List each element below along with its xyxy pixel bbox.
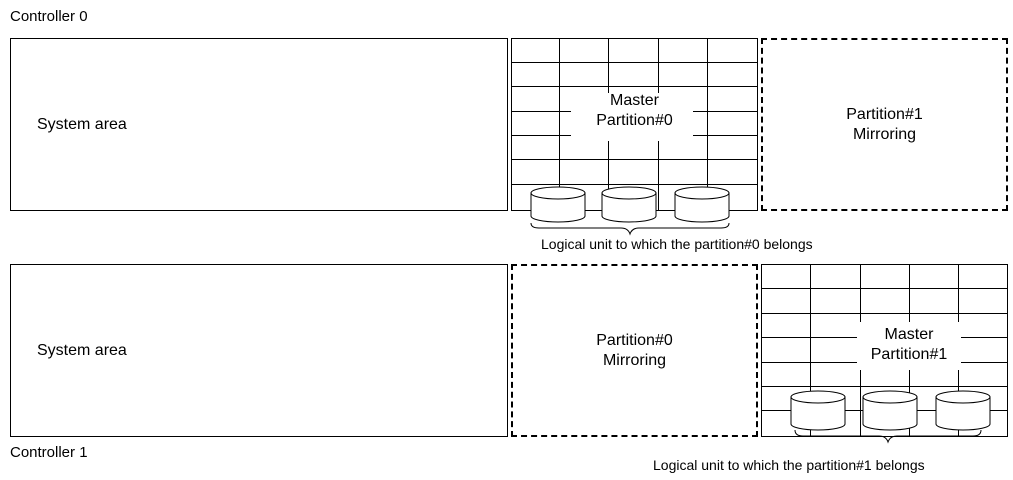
brace-icon bbox=[530, 222, 730, 236]
controller-1-title: Controller 1 bbox=[10, 444, 88, 461]
disk-icon bbox=[530, 186, 586, 200]
controller-0-system-area: System area bbox=[10, 38, 508, 211]
disk-icon bbox=[601, 192, 657, 223]
disk-icon bbox=[935, 396, 991, 431]
disk-icon bbox=[530, 192, 586, 223]
master-partition-0-grid bbox=[511, 38, 758, 236]
disk-icon bbox=[790, 390, 846, 404]
controller-0-lu-caption: Logical unit to which the partition#0 be… bbox=[541, 236, 813, 252]
brace-icon bbox=[794, 429, 982, 444]
controller-0-mirror-partition-1: Partition#1 Mirroring bbox=[761, 38, 1008, 211]
master-partition-1-grid bbox=[761, 264, 1008, 444]
controller-0-title: Controller 0 bbox=[10, 8, 88, 25]
disk-icon bbox=[862, 390, 918, 404]
disk-icon bbox=[601, 186, 657, 200]
controller-1-system-area: System area bbox=[10, 264, 508, 437]
mirror-partition-0-label: Partition#0 Mirroring bbox=[596, 331, 673, 369]
master-partition-0-label: Master Partition#0 bbox=[596, 91, 673, 129]
disk-icon bbox=[674, 186, 730, 200]
disk-icon bbox=[935, 390, 991, 404]
controller-1-master-partition: Master Partition#1 bbox=[761, 264, 1008, 444]
disk-icon bbox=[790, 396, 846, 431]
mirror-partition-1-label: Partition#1 Mirroring bbox=[846, 105, 923, 143]
system-area-label: System area bbox=[37, 115, 127, 133]
controller-1-mirror-partition-0: Partition#0 Mirroring bbox=[511, 264, 758, 437]
disk-icon bbox=[674, 192, 730, 223]
controller-0-master-partition: Master Partition#0 bbox=[511, 38, 758, 236]
system-area-label: System area bbox=[37, 341, 127, 359]
disk-icon bbox=[862, 396, 918, 431]
master-partition-1-label: Master Partition#1 bbox=[870, 326, 948, 364]
controller-1-lu-caption: Logical unit to which the partition#1 be… bbox=[653, 457, 925, 473]
